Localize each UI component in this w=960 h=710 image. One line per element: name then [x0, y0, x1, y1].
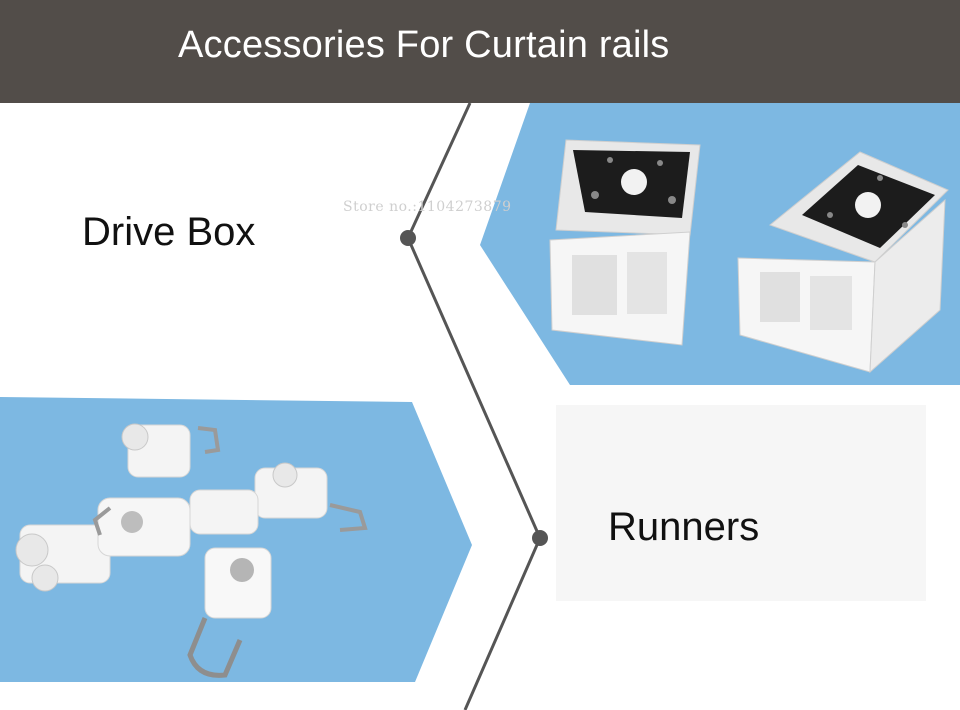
connector-dot-top [400, 230, 416, 246]
runners-label: Runners [608, 505, 760, 549]
runners-photo [0, 397, 472, 682]
page-title: Accessories For Curtain rails [178, 24, 670, 66]
drive-box-unit-right [737, 151, 949, 374]
runner-group [15, 423, 368, 678]
runners-label-panel [556, 405, 926, 601]
drive-box-photo [480, 103, 960, 385]
store-watermark: Store no.:1104273879 [343, 199, 512, 215]
connector-line [400, 102, 548, 710]
drive-box-unit-left [549, 139, 701, 346]
header-banner: Accessories For Curtain rails [0, 0, 960, 103]
connector-dot-bottom [532, 530, 548, 546]
drive-box-label: Drive Box [82, 210, 256, 254]
